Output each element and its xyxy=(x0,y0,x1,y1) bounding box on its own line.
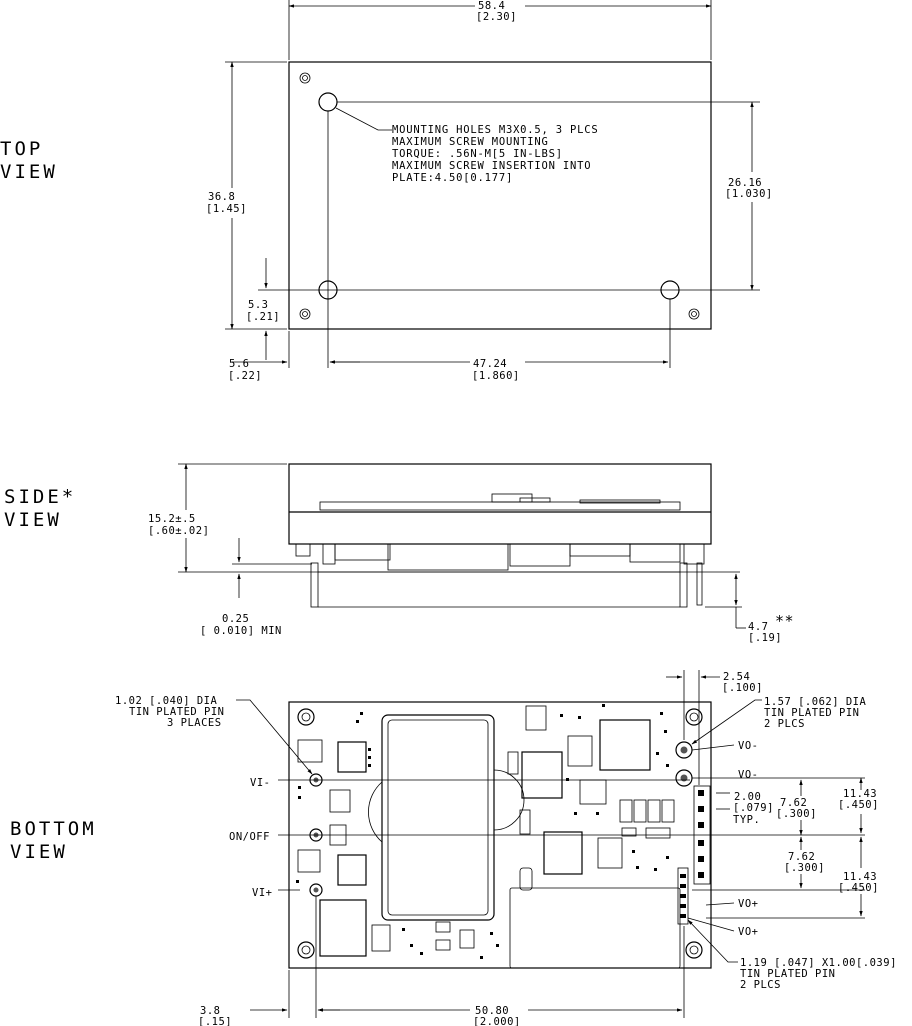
note-line: MOUNTING HOLES M3X0.5, 3 PLCS xyxy=(392,124,599,136)
dim-standoff-in: [ 0.010] MIN xyxy=(200,625,282,637)
note-line: TORQUE: .56N-M[5 IN-LBS] xyxy=(392,148,563,160)
dim-edge-offset-in: [.15] xyxy=(198,1016,232,1026)
inductor xyxy=(319,899,367,957)
dim-vout-span-bottom: 11.43 xyxy=(843,871,877,883)
label-vo-plus-2: VO+ xyxy=(738,926,758,938)
label-vi-minus: VI- xyxy=(250,777,270,789)
view-title-top-line2: VIEW xyxy=(0,161,58,183)
view-title-bottom: BOTTOM VIEW xyxy=(10,818,97,863)
dim-pin-offset-in: [.100] xyxy=(722,682,763,694)
mounting-hole xyxy=(318,92,338,112)
note-line: 1.02 [.040] DIA xyxy=(115,695,218,707)
top-view-outline xyxy=(288,61,712,330)
note-line: TIN PLATED PIN xyxy=(740,968,836,980)
dim-hole-offset-x: 5.6 xyxy=(229,358,249,370)
side-view: 15.2±.5 [.60±.02] 0.25 [ 0.010] MIN 4.7 … xyxy=(148,463,794,644)
note-line: 2 PLCS xyxy=(764,718,805,730)
dim-side-height-in: [.60±.02] xyxy=(148,525,209,537)
ic xyxy=(543,831,583,875)
corner-hole-inner xyxy=(302,75,308,81)
corner-hole xyxy=(299,308,311,320)
label-vi-plus: VI+ xyxy=(252,887,272,899)
label-on-off: ON/OFF xyxy=(229,831,270,843)
dim-hole-offset-y-in: [.21] xyxy=(246,311,280,323)
dim-side-height: 15.2±.5 xyxy=(148,513,196,525)
corner-hole-inner xyxy=(691,311,697,317)
dim-hole-span-v-in: [1.030] xyxy=(725,188,773,200)
view-title-side-line1: SIDE* xyxy=(4,486,76,508)
pin xyxy=(310,562,319,608)
dim-width: 58.4 xyxy=(478,0,505,12)
pin-vo-plus xyxy=(677,867,689,925)
dim-hole-offset-x-in: [.22] xyxy=(228,370,262,382)
view-title-top: TOP VIEW xyxy=(0,138,58,183)
label-vo-minus-1: VO- xyxy=(738,740,758,752)
dim-height: 36.8 xyxy=(208,191,235,203)
dim-standoff: 0.25 xyxy=(222,613,249,625)
dim-edge-offset: 3.8 xyxy=(200,1005,220,1017)
dim-sense-span2-in: [.300] xyxy=(784,862,825,874)
dim-vout-span-top-in: [.450] xyxy=(838,799,879,811)
large-pin-note: 1.57 [.062] DIA TIN PLATED PIN 2 PLCS xyxy=(764,696,867,730)
dim-width-in: [2.30] xyxy=(476,11,517,23)
note-line: MAXIMUM SCREW INSERTION INTO xyxy=(392,160,591,172)
ic xyxy=(521,751,563,799)
bottom-view: VI- ON/OFF VI+ VO- VO- VO+ VO+ 1.02 [.04… xyxy=(115,670,897,1026)
dim-height-in: [1.45] xyxy=(206,203,247,215)
note-line: MAXIMUM SCREW MOUNTING xyxy=(392,136,549,148)
dim-pin-pitch: 2.00 xyxy=(734,791,761,803)
dim-pin-span: 50.80 xyxy=(475,1005,509,1017)
mounting-hole-note: MOUNTING HOLES M3X0.5, 3 PLCS MAXIMUM SC… xyxy=(392,124,599,184)
dim-hole-span-v: 26.16 xyxy=(728,177,762,189)
view-title-side-line2: VIEW xyxy=(4,509,62,531)
note-line: 1.19 [.047] X1.00[.039] xyxy=(740,957,897,969)
corner-hole-inner xyxy=(302,311,308,317)
view-title-side: SIDE* VIEW xyxy=(4,486,76,531)
ic xyxy=(599,719,651,771)
dim-pin-span-in: [2.000] xyxy=(473,1016,521,1026)
rect-pin-note: 1.19 [.047] X1.00[.039] TIN PLATED PIN 2… xyxy=(740,957,897,991)
dim-pin-offset: 2.54 xyxy=(723,671,750,683)
label-vo-minus-2: VO- xyxy=(738,769,758,781)
dim-sense-span-in: [.300] xyxy=(776,808,817,820)
corner-hole xyxy=(299,72,311,84)
pin xyxy=(696,562,703,606)
dim-vout-span-top: 11.43 xyxy=(843,788,877,800)
dim-sense-span2: 7.62 xyxy=(788,851,815,863)
note-line: TIN PLATED PIN xyxy=(129,706,225,718)
dim-pin-length-in: [.19] xyxy=(748,632,782,644)
dim-pin-pitch-in: [.079] xyxy=(733,802,774,814)
dim-pin-length: 4.7 xyxy=(748,621,768,633)
note-line: TIN PLATED PIN xyxy=(764,707,860,719)
dim-pin-pitch-typ: TYP. xyxy=(733,814,760,826)
dim-hole-span-h-in: [1.860] xyxy=(472,370,520,382)
dim-vout-span-bottom-in: [.450] xyxy=(838,882,879,894)
baseplate xyxy=(288,463,712,545)
note-line: 1.57 [.062] DIA xyxy=(764,696,867,708)
small-pin-note: 1.02 [.040] DIA TIN PLATED PIN 3 PLACES xyxy=(115,695,225,729)
dim-hole-span-h: 47.24 xyxy=(473,358,507,370)
transformer xyxy=(381,714,495,921)
note-line: PLATE:4.50[0.177] xyxy=(392,172,513,184)
view-title-bottom-line1: BOTTOM xyxy=(10,818,97,840)
corner-hole xyxy=(688,308,700,320)
pin xyxy=(679,562,688,608)
component-dots xyxy=(296,704,669,959)
view-title-bottom-line2: VIEW xyxy=(10,841,68,863)
dim-pin-length-mark: ** xyxy=(775,612,794,630)
dim-sense-span: 7.62 xyxy=(780,797,807,809)
label-vo-plus-1: VO+ xyxy=(738,898,758,910)
note-line: 3 PLACES xyxy=(167,717,222,729)
dim-hole-offset-y: 5.3 xyxy=(248,299,268,311)
top-view: 58.4 [2.30] 36.8 [1.45] 26.16 [1.030] 5.… xyxy=(206,0,773,382)
view-title-top-line1: TOP xyxy=(0,138,43,160)
note-line: 2 PLCS xyxy=(740,979,781,991)
